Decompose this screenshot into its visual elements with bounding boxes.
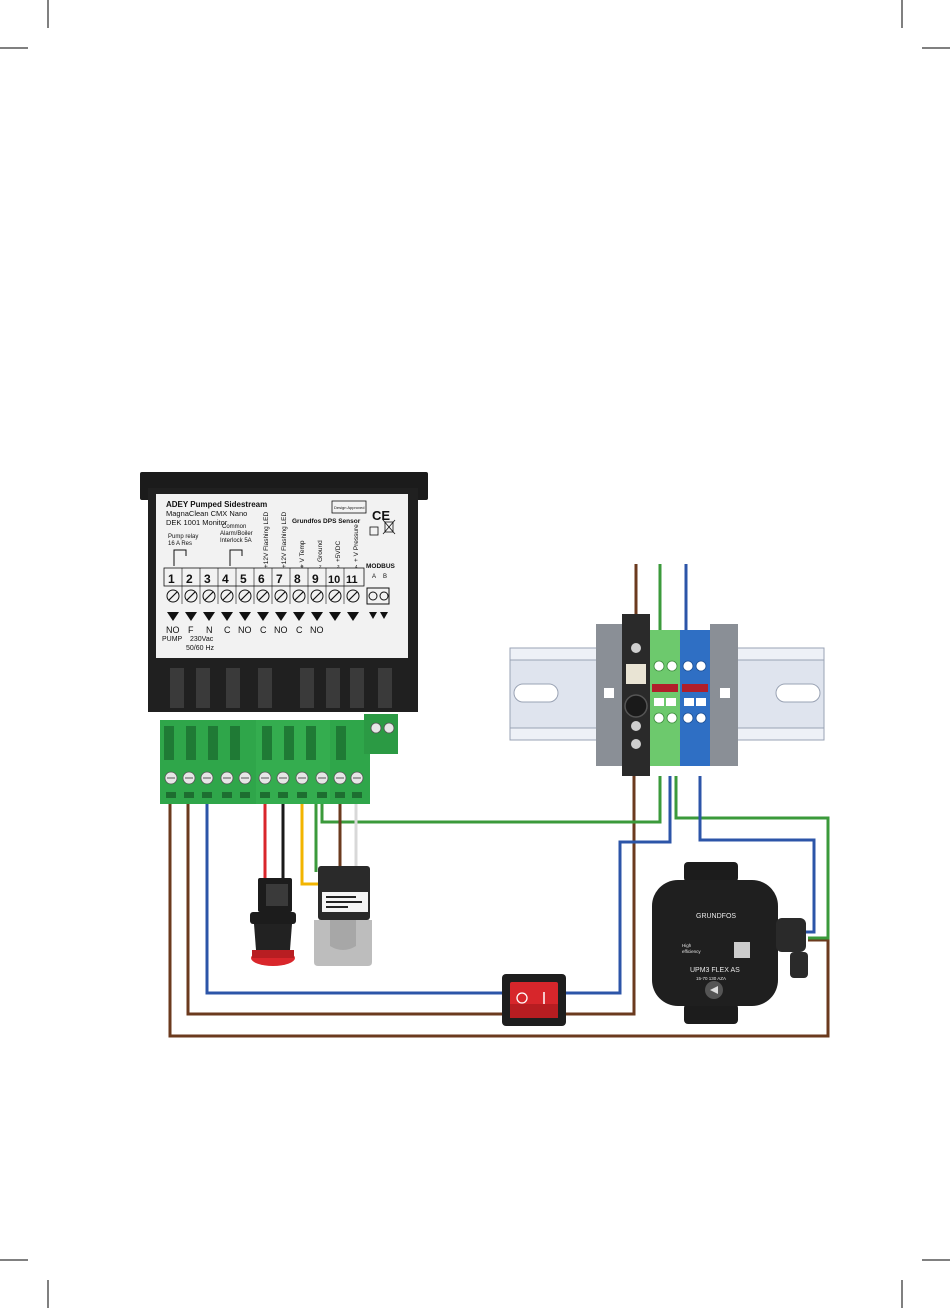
ground-label: Ground [317,540,324,562]
terminal-number-3: 3 [204,572,211,586]
controller-title-1: ADEY Pumped Sidestream [166,500,267,509]
green-terminal-blocks [160,714,398,804]
bottom-label-c-3: C [296,625,303,635]
controller-label-panel [156,494,408,658]
common-label-2: Alarm/Boiler [220,531,253,537]
wire-brown-outer [168,800,830,1038]
pump-efficiency-1: High [682,943,692,948]
supply-label-2: 50/60 Hz [186,645,215,652]
pump-qr-code [734,942,750,958]
bottom-label-no-2: NO [238,625,252,635]
pump-brand: GRUNDFOS [696,913,736,920]
sensor-pin-2: 2 [319,564,322,569]
v-pressure-label: + V Pressure [353,524,360,562]
terminal-number-8: 8 [294,572,301,586]
wires [168,564,830,1038]
bottom-label-no-4: NO [310,625,324,635]
supply-label-1: 230Vac [190,636,214,643]
sensor-label: Grundfos DPS Sensor [292,518,361,525]
terminal-number-5: 5 [240,572,247,586]
rocker-switch [502,974,566,1026]
pump-relay-label-1: Pump relay [168,534,198,540]
weee-bin-icon [382,519,396,535]
dps-sensor [314,866,372,966]
terminal-number-1: 1 [168,572,175,586]
v-temp-label: + V Temp [299,540,306,568]
bottom-label-f: F [188,625,194,635]
rail-terminal-blocks [596,614,738,776]
vdc-label: +5VDC [335,541,342,562]
circulating-pump: GRUNDFOS High efficiency UPM3 FLEX AS 15… [652,862,808,1024]
wire-green-pump [674,776,830,940]
terminal-number-11: 11 [346,574,358,586]
pump-relay-label-2: 16 A Res [168,541,192,547]
terminal-number-10: 10 [328,574,340,586]
ce-mark: CE [372,508,390,523]
bottom-label-c-2: C [260,625,267,635]
sensor-pin-1: 1 [301,564,304,569]
wire-blue-switch [205,800,502,995]
common-label-1: Common [222,524,246,530]
bottom-label-no-1: NO [166,625,180,635]
terminal-number-2: 2 [186,572,193,586]
terminal-number-row [163,567,365,604]
terminal-number-9: 9 [312,572,319,586]
wire-green-earth [320,776,662,824]
wire-blue-switch-out [566,776,672,995]
sensor-pin-3: 3 [337,564,340,569]
terminal-number-7: 7 [276,572,283,586]
modbus-label: MODBUS [366,563,396,570]
flashing-led-indicator [250,878,296,966]
sensor-pin-4: 4 [355,564,358,569]
wire-yellow-sensor [300,800,318,886]
pump-spec: 15-70 130 AZA [696,976,726,981]
label-arrow-row [167,612,388,621]
bottom-label-c-1: C [224,625,231,635]
relay-symbols [173,549,243,566]
label-screw-row [166,587,390,605]
approval-stamp [331,500,367,514]
modbus-a: A [372,574,376,580]
pump-model: UPM3 FLEX AS [690,967,740,974]
bottom-label-n: N [206,625,213,635]
controller-title-3: DEK 1001 Monitor [166,518,228,527]
terminal-number-6: 6 [258,572,265,586]
bottom-label-no-3: NO [274,625,288,635]
approval-label: Design Approved [334,505,364,510]
flashing-led-label-2: +12V Flashing LED [281,512,288,568]
wire-blue-pump [698,776,816,934]
wire-brown-mid [186,776,636,1016]
pump-efficiency-2: efficiency [682,949,701,954]
double-insulation-icon [369,526,379,536]
modbus-b: B [383,574,387,580]
flashing-led-label-1: +12V Flashing LED [263,512,270,568]
controller-title-2: MagnaClean CMX Nano [166,509,247,518]
controller-unit: ADEY Pumped Sidestream MagnaClean CMX Na… [140,472,428,804]
pump-label: PUMP [162,636,183,643]
common-label-3: Interlock 5A [220,538,252,544]
terminal-number-4: 4 [222,572,229,586]
